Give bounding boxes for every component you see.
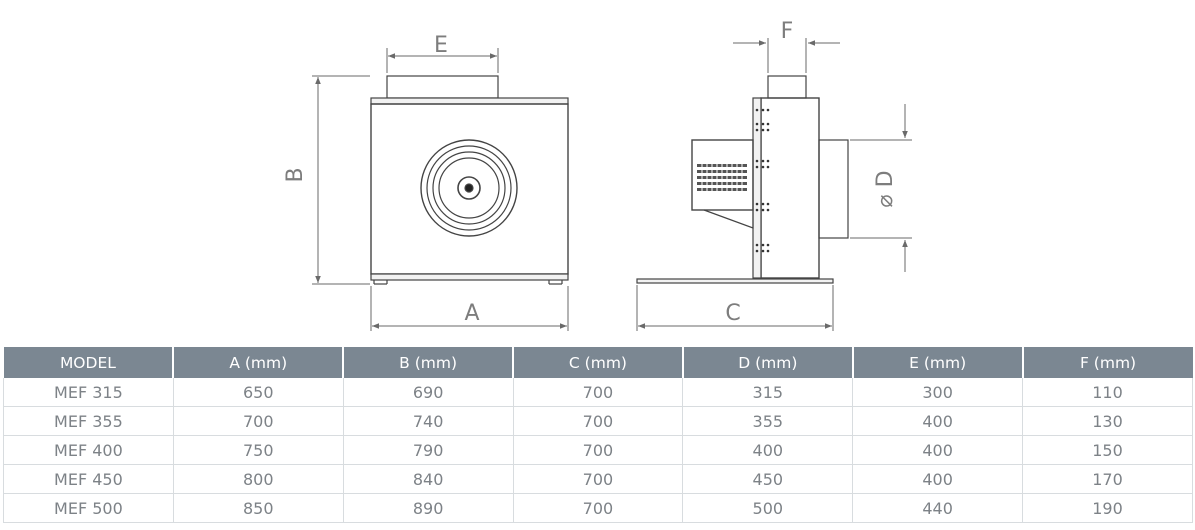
cell-model: MEF 400 (3, 435, 174, 465)
cell-a: 750 (173, 435, 344, 465)
cell-d: 450 (682, 464, 854, 494)
bottom-rail (370, 273, 569, 281)
table-row: MEF 400 750 790 700 400 400 150 (3, 435, 1193, 465)
base-plate (636, 278, 834, 284)
inlet-spigot (386, 75, 499, 99)
col-d: D (mm) (682, 347, 854, 378)
side-view (636, 75, 849, 284)
cell-e: 400 (852, 435, 1024, 465)
cell-f: 190 (1022, 493, 1193, 523)
side-dimensions (636, 38, 912, 331)
cell-b: 840 (343, 464, 514, 494)
col-e: E (mm) (852, 347, 1024, 378)
table-header-row: MODEL A (mm) B (mm) C (mm) D (mm) E (mm)… (3, 347, 1193, 378)
cell-b: 790 (343, 435, 514, 465)
dim-label-d: ⌀ D (873, 170, 898, 207)
col-b: B (mm) (343, 347, 515, 378)
table-row: MEF 315 650 690 700 315 300 110 (3, 378, 1193, 407)
inlet-collar (818, 139, 849, 239)
dim-label-a: A (464, 301, 479, 326)
dim-label-c: C (725, 301, 740, 326)
table-row: MEF 450 800 840 700 450 400 170 (3, 464, 1193, 494)
cell-b: 740 (343, 406, 514, 436)
cell-a: 700 (173, 406, 344, 436)
cell-e: 300 (852, 378, 1024, 407)
cell-f: 130 (1022, 406, 1193, 436)
motor (691, 139, 754, 211)
cell-c: 700 (513, 464, 684, 494)
cell-c: 700 (513, 493, 684, 523)
cell-d: 500 (682, 493, 854, 523)
table-row: MEF 500 850 890 700 500 440 190 (3, 493, 1193, 523)
cell-c: 700 (513, 378, 684, 407)
cell-model: MEF 500 (3, 493, 174, 523)
front-view (370, 75, 569, 285)
cell-a: 800 (173, 464, 344, 494)
specification-table: MODEL A (mm) B (mm) C (mm) D (mm) E (mm)… (3, 347, 1193, 523)
cell-e: 440 (852, 493, 1024, 523)
col-model: MODEL (3, 347, 175, 378)
front-dimensions (312, 48, 569, 331)
side-body (760, 97, 820, 279)
cell-b: 890 (343, 493, 514, 523)
cell-f: 150 (1022, 435, 1193, 465)
cell-model: MEF 450 (3, 464, 174, 494)
cell-b: 690 (343, 378, 514, 407)
dim-label-b: B (283, 167, 308, 182)
table-row: MEF 355 700 740 700 355 400 130 (3, 406, 1193, 436)
cell-d: 315 (682, 378, 854, 407)
cell-a: 850 (173, 493, 344, 523)
col-f: F (mm) (1022, 347, 1193, 378)
outlet-spigot (767, 75, 807, 99)
cell-e: 400 (852, 406, 1024, 436)
col-a: A (mm) (173, 347, 345, 378)
cell-model: MEF 355 (3, 406, 174, 436)
cell-c: 700 (513, 435, 684, 465)
impeller (420, 139, 518, 237)
dim-label-f: F (781, 19, 794, 44)
top-rail (370, 97, 569, 105)
cell-f: 170 (1022, 464, 1193, 494)
cell-c: 700 (513, 406, 684, 436)
technical-drawing: E B A (283, 19, 912, 331)
cell-a: 650 (173, 378, 344, 407)
dim-label-e: E (434, 33, 448, 58)
cell-e: 400 (852, 464, 1024, 494)
motor-fin-slots (701, 163, 743, 192)
cell-d: 400 (682, 435, 854, 465)
cell-model: MEF 315 (3, 378, 174, 407)
col-c: C (mm) (513, 347, 684, 378)
cell-d: 355 (682, 406, 854, 436)
flange-bolts (755, 108, 770, 253)
cell-f: 110 (1022, 378, 1193, 407)
